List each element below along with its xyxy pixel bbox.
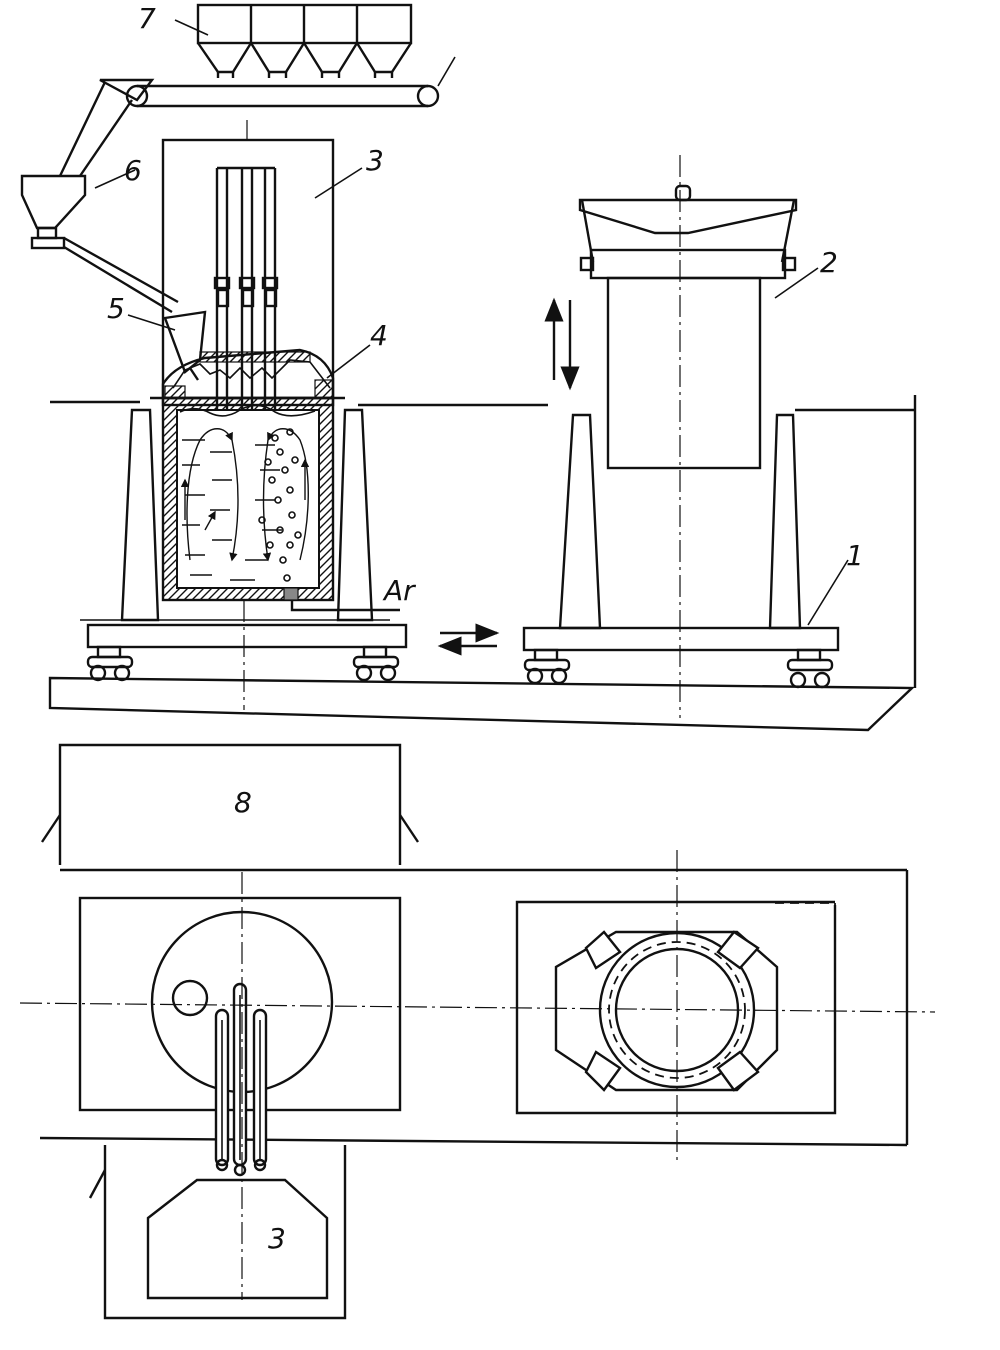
- chute-to-bin: [58, 81, 133, 177]
- ladle-car-left: [80, 408, 408, 682]
- vertical-arrows: [544, 297, 580, 391]
- label-4: 4: [370, 319, 388, 352]
- floor-and-pit: [48, 395, 917, 732]
- centerlines-plan: [19, 850, 936, 1300]
- label-3-top: 3: [366, 144, 384, 177]
- label-8: 8: [234, 786, 252, 819]
- centerlines-elevation: [243, 155, 681, 718]
- plan-electrode-base: [88, 1145, 347, 1320]
- horizontal-arrows: [437, 623, 500, 656]
- leader-lines: [94, 19, 849, 626]
- electrode-column: [161, 120, 335, 410]
- label-7: 7: [138, 2, 156, 35]
- label-3-bottom: 3: [268, 1222, 286, 1255]
- weighing-bin: [20, 174, 179, 314]
- plan-left-station: [78, 896, 402, 1177]
- ladle-roof: [161, 348, 335, 400]
- hopper-bank: [196, 3, 413, 78]
- label-5: 5: [107, 292, 125, 325]
- ladle-car-right: [522, 413, 840, 689]
- label-2: 2: [820, 246, 838, 279]
- transformer-room: [41, 743, 419, 865]
- label-6: 6: [124, 154, 142, 187]
- belt-conveyor: [99, 56, 456, 108]
- bay-outline-plan: [39, 868, 909, 1147]
- label-argon: Ar: [382, 574, 416, 607]
- ladle-crane: [578, 184, 798, 470]
- label-1: 1: [846, 539, 864, 572]
- treatment-ladle: [150, 396, 400, 612]
- plan-right-station: [515, 900, 837, 1115]
